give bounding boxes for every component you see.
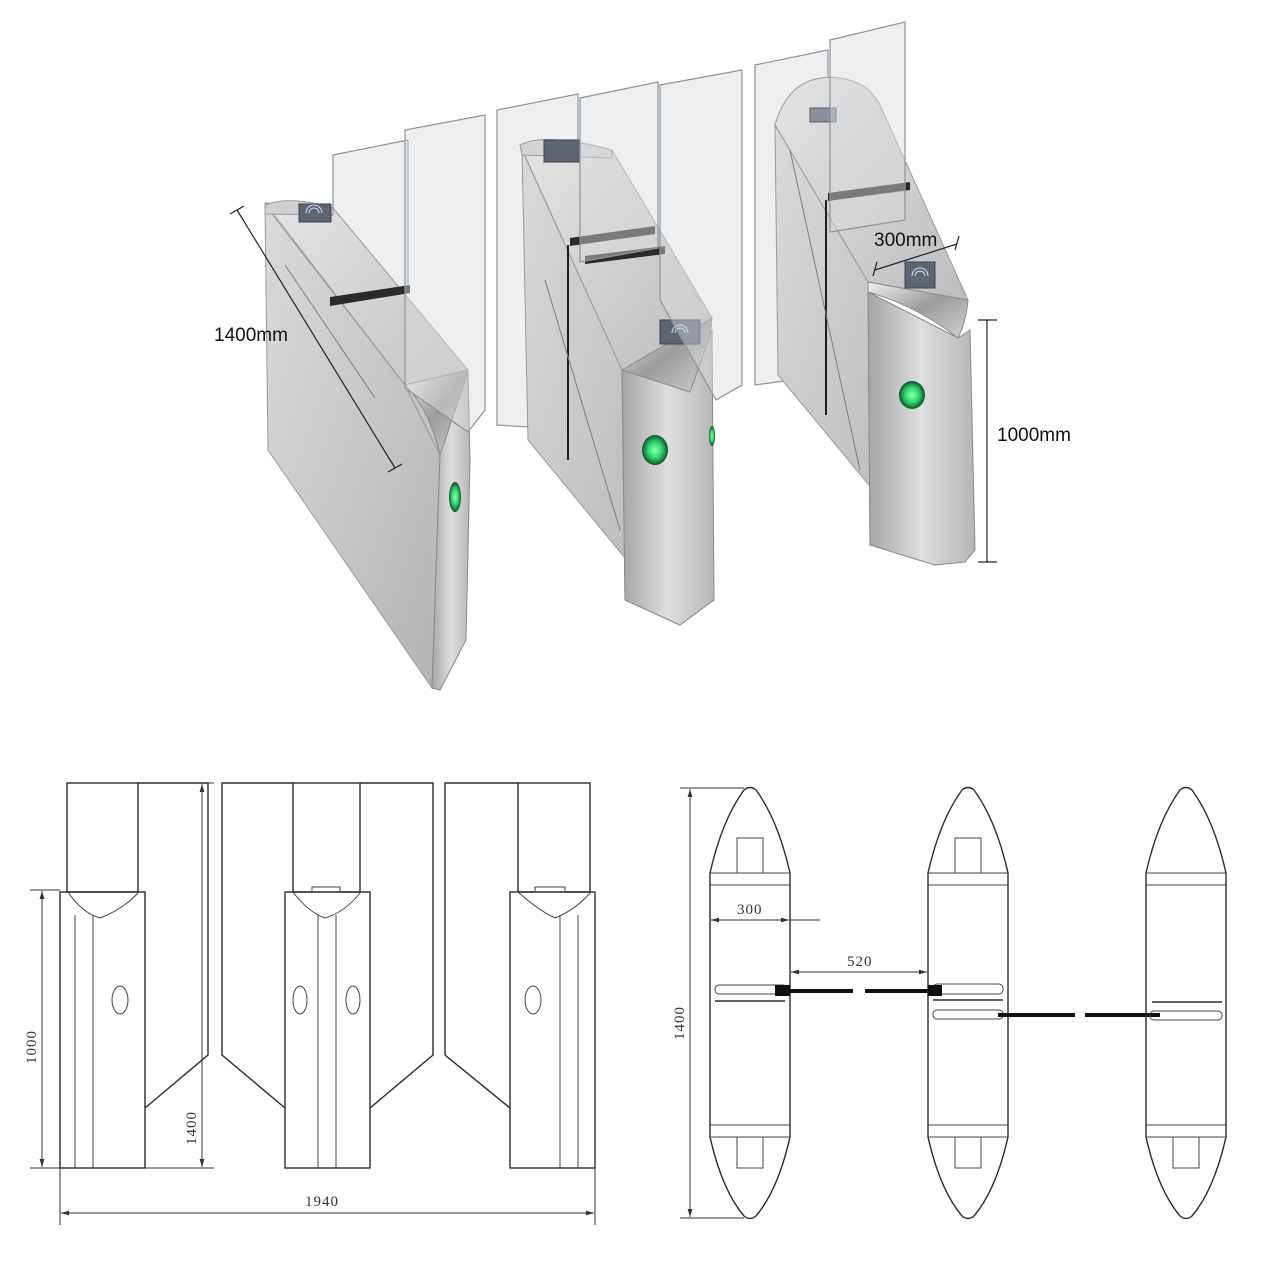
unit-length-label: 1400 [672,1006,688,1040]
indicator-light-outline [292,985,308,1015]
glass-flap-panel [659,69,743,401]
cabinet-top-detail [311,886,341,893]
flap-housing-slot [1149,1010,1223,1021]
reader-block-outline [736,837,764,874]
plan-left-unit [709,786,930,1220]
cabinet-top-curve [67,891,139,919]
reader-block-outline [1172,1136,1200,1169]
green-arrow-led-icon [449,482,461,512]
cabinet-crease-line [284,264,376,399]
body-height-label: 1000 [24,1030,40,1064]
overall-height-label: 1400 [184,1111,200,1145]
cabinet-plan-outline [927,786,1009,1220]
card-reader-panel [659,319,701,345]
plan-view-drawing: 300 520 1400 [672,786,1227,1220]
rfid-icon [305,204,323,214]
cabinet-end-face [621,329,715,626]
cabinet-end-cap [867,281,969,339]
render-dimension-width: 300mm [872,230,960,277]
flap-housing-slot [932,1009,1004,1020]
middle-turnstile-unit [496,69,743,626]
flap-outline [444,782,518,1109]
card-reader-panel [904,261,936,289]
glass-panel-outline [517,782,591,893]
reader-block-outline [954,837,982,874]
cabinet-crease-line [789,149,861,471]
length-label: 1400mm [214,325,288,346]
dimension-tick [872,261,878,277]
front-left-unit [59,782,209,1169]
right-turnstile-unit [754,21,976,566]
cabinet-outline [59,891,146,1169]
unit-width-label: 300 [737,902,763,918]
card-reader-panel [298,203,332,223]
cabinet-end-face [431,371,471,691]
width-label: 300mm [874,230,937,251]
height-label: 1000mm [997,425,1071,446]
green-arrow-led-icon [642,435,668,465]
indicator-light-outline [524,985,542,1015]
flap-slot [828,182,910,201]
indicator-light-outline [345,985,361,1015]
flap-pivot [928,985,942,996]
rfid-icon [911,267,929,277]
flap-outline [221,782,293,1109]
dimension-tick [954,235,960,251]
dimension-line [236,209,396,469]
front-dimension-body-height: 1000 [24,889,60,1169]
dimension-tick [229,205,245,215]
cabinet-end-face [867,291,976,566]
reader-block-outline [954,1136,982,1169]
front-dimension-overall-height: 1400 [145,782,214,1169]
cabinet-outline [509,891,596,1169]
overall-width-label: 1940 [305,1194,339,1210]
cabinet-outline [284,891,371,1169]
reader-block-outline [736,1136,764,1169]
glass-flap-panel [404,114,486,433]
cabinet-crease-line [544,279,621,531]
glass-panel [829,21,906,233]
render-dimension-height: 1000mm [978,319,1071,563]
front-middle-unit [221,782,434,1169]
green-arrow-led-icon [709,426,715,446]
front-right-unit [444,782,596,1169]
flap-slot [570,226,655,246]
flap-housing-slot [932,983,1004,995]
cabinet-plan-outline [1145,786,1227,1220]
glass-panel [579,81,659,263]
green-arrow-led-icon [899,381,925,409]
plan-dimension-unit-length: 1400 [672,787,744,1219]
dimension-tick [387,463,403,473]
render-dimension-length: 1400mm [214,205,403,473]
passage-width-label: 520 [847,954,873,970]
dimension-line [874,243,958,271]
card-reader-panel [543,139,581,163]
glass-panel-outline [66,782,139,893]
glass-panel-outline [292,782,361,893]
cabinet-top-detail [534,886,566,893]
flap-slot [330,285,410,306]
plan-dimension-passage-width: 520 [791,954,927,975]
rfid-icon [671,324,689,334]
render-3d: 1400mm 300mm 1000mm [214,21,1071,691]
plan-right-unit [1145,786,1227,1220]
cabinet-top-curve [517,891,591,919]
left-turnstile-unit [263,114,486,691]
flap-outline [360,782,434,1109]
cabinet-top-curve [292,891,361,919]
flap-pivot [775,985,790,996]
plan-dimension-unit-width: 300 [711,902,820,923]
indicator-light-outline [111,985,129,1015]
front-dimension-overall-width: 1940 [59,1168,596,1225]
flap-outline [138,782,209,1109]
plan-middle-unit [927,786,1160,1220]
cabinet-plan-outline [709,786,791,1220]
front-elevation-drawing: 1000 1400 1940 [24,782,596,1225]
